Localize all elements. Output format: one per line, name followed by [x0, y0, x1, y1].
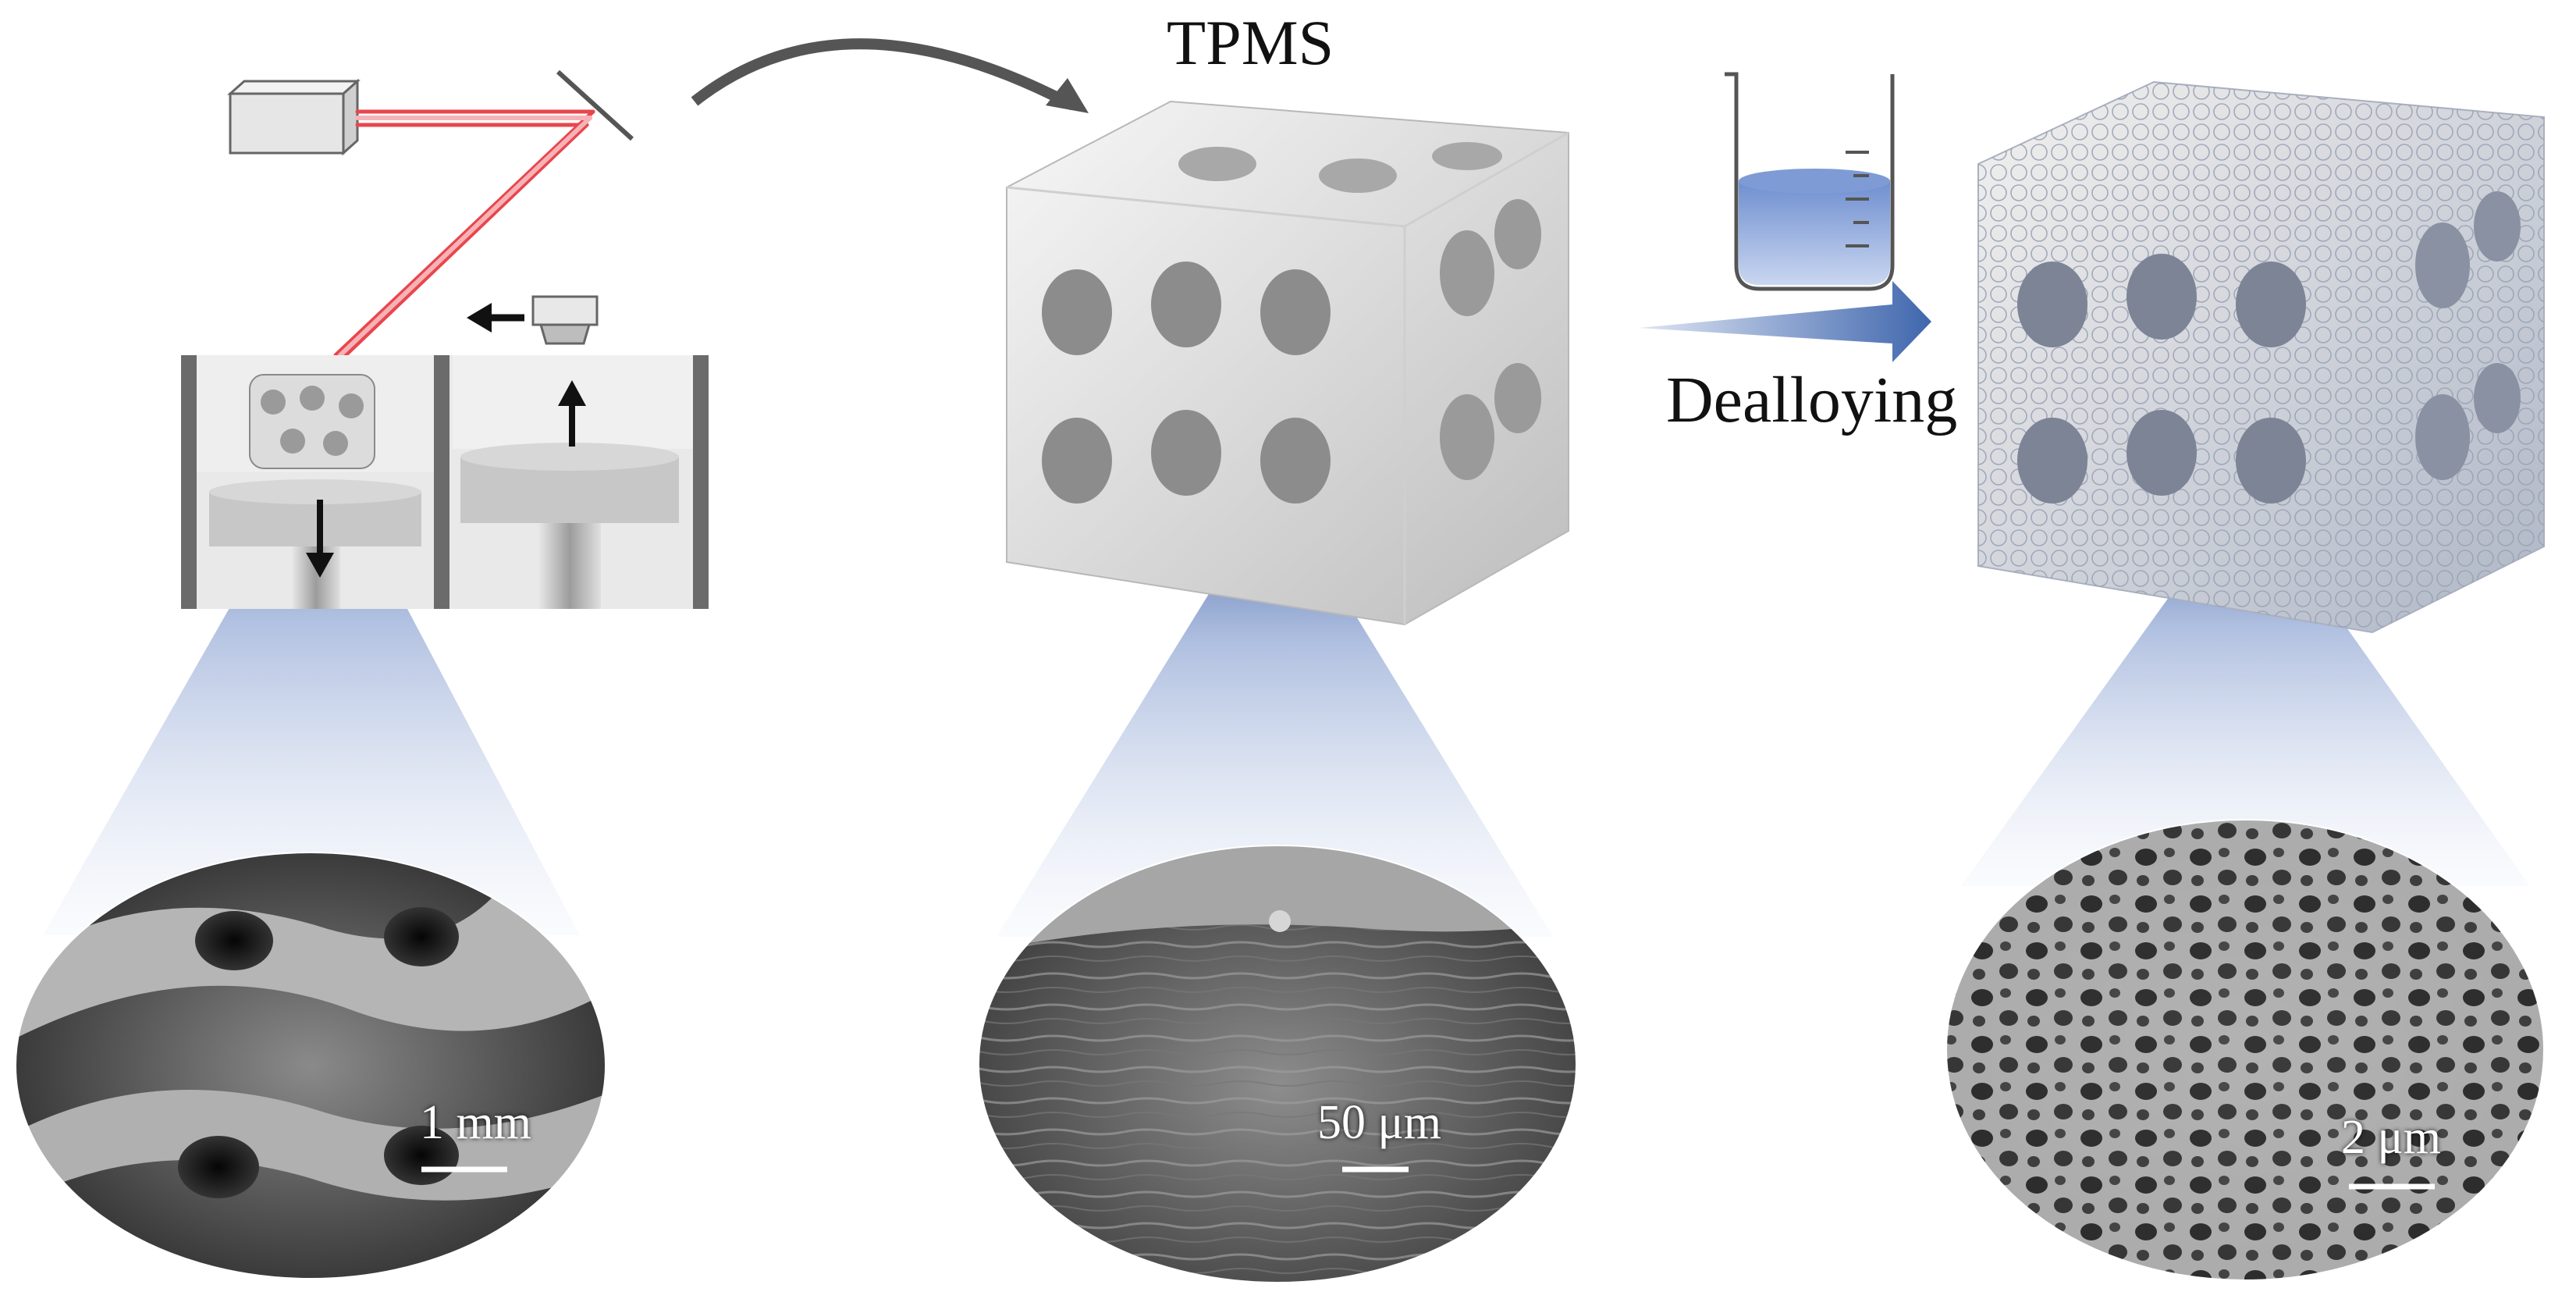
- zoom-cone-left: [43, 447, 580, 935]
- zoom-cone-right: [1961, 488, 2530, 886]
- scale-label-left: 1 mm: [420, 1096, 531, 1149]
- scale-label-middle: 50 μm: [1317, 1096, 1441, 1149]
- scale-label-right: 2 μm: [2341, 1111, 2441, 1164]
- process-arrow-curved: [691, 38, 1076, 111]
- tpms-scaffold: [1006, 100, 1569, 626]
- sem-image-middle: [979, 845, 1576, 1283]
- printer-apparatus: [181, 69, 709, 609]
- dealloying-label: Dealloying: [1666, 364, 1957, 436]
- mirror-icon: [556, 69, 634, 141]
- printed-part: [249, 374, 375, 469]
- laser-source-icon: [227, 78, 361, 156]
- dealloyed-tpms-scaffold: [1977, 80, 2545, 634]
- zoom-cone-middle: [997, 486, 1553, 937]
- sem-image-right: [1946, 820, 2544, 1280]
- recoater-icon: [531, 295, 599, 345]
- beaker-icon: [1725, 72, 1895, 291]
- laser-beam: [333, 109, 595, 358]
- tpms-label: TPMS: [1167, 7, 1334, 78]
- dealloying-arrow: [1639, 281, 1931, 362]
- sem-image-left: [16, 852, 606, 1279]
